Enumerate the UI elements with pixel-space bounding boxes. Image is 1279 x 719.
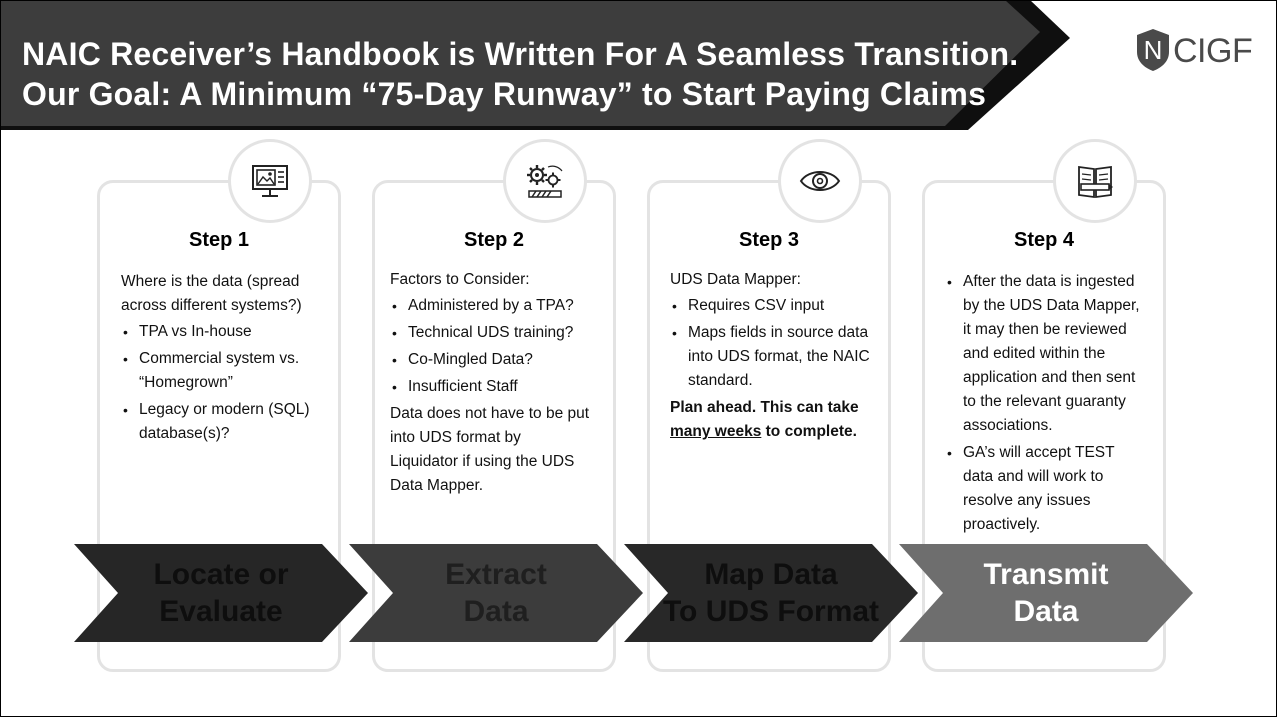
- list-item: Technical UDS training?: [390, 321, 590, 345]
- step-1-content: Where is the data (spread across differe…: [121, 270, 321, 449]
- chevron-label-line: Map Data: [704, 558, 838, 591]
- list-item: Legacy or modern (SQL) database(s)?: [121, 398, 321, 446]
- chevron-label-line: Data: [1013, 595, 1079, 628]
- list-item: Administered by a TPA?: [390, 294, 590, 318]
- list-item: Maps fields in source data into UDS form…: [670, 321, 870, 393]
- step-4-content: After the data is ingested by the UDS Da…: [945, 268, 1145, 540]
- chevron-extract-data: Extract Data: [349, 544, 643, 642]
- step-3-title: Step 3: [738, 229, 800, 251]
- list-item: Commercial system vs. “Homegrown”: [121, 347, 321, 395]
- page-title: NAIC Receiver’s Handbook is Written For …: [22, 34, 1022, 114]
- list-item: TPA vs In-house: [121, 320, 321, 344]
- step-2-intro: Factors to Consider:: [390, 271, 530, 288]
- step-2-icon-circle: [503, 139, 587, 223]
- list-item: Insufficient Staff: [390, 375, 590, 399]
- image-monitor-icon: [252, 165, 288, 197]
- step-1-intro: Where is the data (spread across differe…: [121, 273, 302, 314]
- shield-icon: N: [1137, 29, 1169, 71]
- logo-initial: N: [1144, 35, 1163, 65]
- book-pencil-icon: [1078, 165, 1113, 199]
- step-2-content: Factors to Consider: Administered by a T…: [390, 268, 590, 498]
- list-item: After the data is ingested by the UDS Da…: [945, 270, 1145, 438]
- gears-progress-icon: [527, 165, 563, 198]
- list-item: Co-Mingled Data?: [390, 348, 590, 372]
- chevron-label: Locate or Evaluate: [153, 556, 288, 630]
- note-underlined: many weeks: [670, 423, 762, 440]
- chevron-label-line: To UDS Format: [662, 595, 880, 628]
- chevron-map-data: Map Data To UDS Format: [624, 544, 918, 642]
- chevron-transmit-data: Transmit Data: [899, 544, 1193, 642]
- chevron-label-line: Data: [463, 595, 529, 628]
- step-4-title: Step 4: [1013, 229, 1075, 251]
- step-1-title: Step 1: [188, 229, 250, 251]
- chevron-label-line: Locate or: [153, 558, 289, 591]
- step-3-bullets: Requires CSV input Maps fields in source…: [670, 294, 870, 393]
- note-text: Plan ahead. This can take: [670, 399, 859, 416]
- logo-text: CIGF: [1173, 32, 1253, 70]
- step-2-outro: Data does not have to be put into UDS fo…: [390, 405, 590, 494]
- note-text-end: to complete.: [761, 423, 857, 440]
- step-1-icon-circle: [228, 139, 312, 223]
- header-banner: [0, 0, 1040, 126]
- chevron-label-line: Extract: [445, 558, 547, 591]
- step-4-icon-circle: [1053, 139, 1137, 223]
- chevron-label: Transmit Data: [983, 556, 1108, 630]
- step-1-bullets: TPA vs In-house Commercial system vs. “H…: [121, 320, 321, 446]
- step-3-icon-circle: [778, 139, 862, 223]
- step-2-bullets: Administered by a TPA? Technical UDS tra…: [390, 294, 590, 399]
- chevron-locate-evaluate: Locate or Evaluate: [74, 544, 368, 642]
- chevron-label: Extract Data: [445, 556, 547, 630]
- step-2-title: Step 2: [463, 229, 525, 251]
- list-item: Requires CSV input: [670, 294, 870, 318]
- chevron-label-line: Transmit: [983, 558, 1109, 591]
- step-3-intro: UDS Data Mapper:: [670, 271, 801, 288]
- title-line-1: NAIC Receiver’s Handbook is Written For …: [22, 36, 1019, 72]
- title-line-2: Our Goal: A Minimum “75-Day Runway” to S…: [22, 76, 987, 112]
- ncigf-logo: N CIGF: [1135, 26, 1253, 76]
- chevron-label-line: Evaluate: [159, 595, 283, 628]
- step-3-content: UDS Data Mapper: Requires CSV input Maps…: [670, 268, 870, 444]
- step-3-note: Plan ahead. This can take many weeks to c…: [670, 396, 870, 444]
- chevron-label: Map Data To UDS Format: [663, 556, 879, 630]
- eye-icon: [799, 171, 841, 191]
- step-4-bullets: After the data is ingested by the UDS Da…: [945, 270, 1145, 537]
- list-item: GA’s will accept TEST data and will work…: [945, 441, 1145, 537]
